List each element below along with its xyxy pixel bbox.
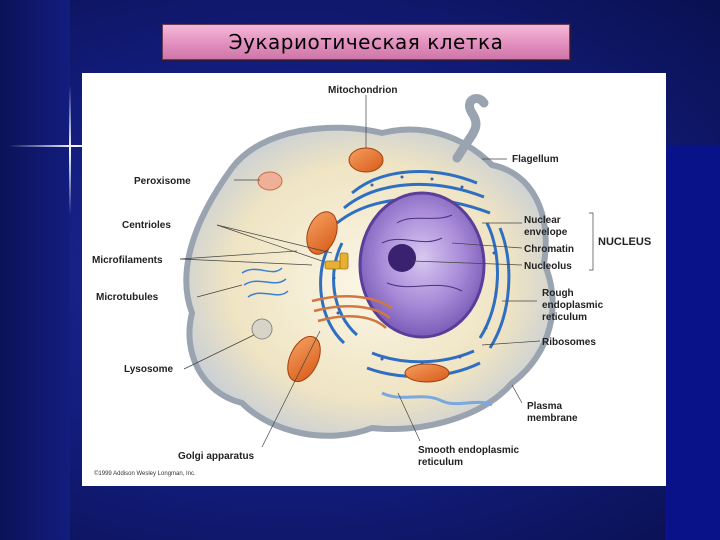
label-golgi: Golgi apparatus bbox=[178, 451, 255, 462]
label-smooth-er-2: reticulum bbox=[418, 457, 463, 468]
slide-title-bar: Эукариотическая клетка bbox=[162, 24, 570, 60]
label-rough-er-3: reticulum bbox=[542, 312, 587, 323]
copyright-notice: ©1999 Addison Wesley Longman, Inc. bbox=[94, 470, 196, 477]
label-ribosomes: Ribosomes bbox=[542, 337, 596, 348]
golgi-shape bbox=[311, 295, 393, 329]
label-nucleolus: Nucleolus bbox=[524, 261, 572, 272]
label-peroxisome: Peroxisome bbox=[134, 176, 191, 187]
diagram-panel: Mitochondrion Flagellum Peroxisome Centr… bbox=[82, 73, 666, 486]
sparkle-vertical bbox=[69, 85, 71, 215]
mitochondrion-shape-3 bbox=[287, 335, 321, 383]
label-plasma-membrane-2: membrane bbox=[527, 413, 578, 424]
label-flagellum: Flagellum bbox=[512, 154, 559, 165]
right-decor-band bbox=[665, 145, 720, 540]
label-nuclear-envelope-1: Nuclear bbox=[524, 215, 561, 226]
label-centrioles: Centrioles bbox=[122, 220, 171, 231]
label-rough-er-1: Rough bbox=[542, 288, 574, 299]
nucleus-shape bbox=[358, 191, 486, 339]
centrioles-shape bbox=[324, 252, 349, 270]
label-rough-er-2: endoplasmic bbox=[542, 300, 604, 311]
label-chromatin: Chromatin bbox=[524, 244, 574, 255]
label-lysosome: Lysosome bbox=[124, 364, 174, 375]
flagellum-shape bbox=[452, 94, 489, 163]
leader-lines bbox=[179, 95, 594, 448]
cell-diagram: Mitochondrion Flagellum Peroxisome Centr… bbox=[92, 85, 651, 477]
label-smooth-er-1: Smooth endoplasmic bbox=[418, 445, 520, 456]
left-decor-strip bbox=[0, 0, 70, 540]
smooth-er-shape bbox=[381, 391, 493, 407]
chromatin-shape bbox=[381, 214, 463, 292]
label-microtubules: Microtubules bbox=[96, 292, 159, 303]
nucleolus-shape bbox=[388, 244, 416, 272]
label-microfilaments: Microfilaments bbox=[92, 255, 163, 266]
label-nuclear-envelope-2: envelope bbox=[524, 227, 568, 238]
label-nucleus-group: NUCLEUS bbox=[598, 236, 651, 248]
mitochondrion-shape-2 bbox=[306, 211, 338, 255]
microtubules-shape bbox=[241, 267, 289, 298]
label-mitochondrion: Mitochondrion bbox=[328, 85, 397, 96]
mitochondrion-shape-4 bbox=[404, 363, 450, 383]
lysosome-shape bbox=[251, 318, 273, 340]
label-plasma-membrane-1: Plasma bbox=[527, 401, 562, 412]
mitochondrion-shape-1 bbox=[348, 147, 384, 173]
ribosomes-shape bbox=[332, 175, 498, 365]
slide-title: Эукариотическая клетка bbox=[228, 30, 504, 54]
sparkle-horizontal bbox=[8, 145, 143, 147]
peroxisome-shape bbox=[257, 171, 283, 191]
